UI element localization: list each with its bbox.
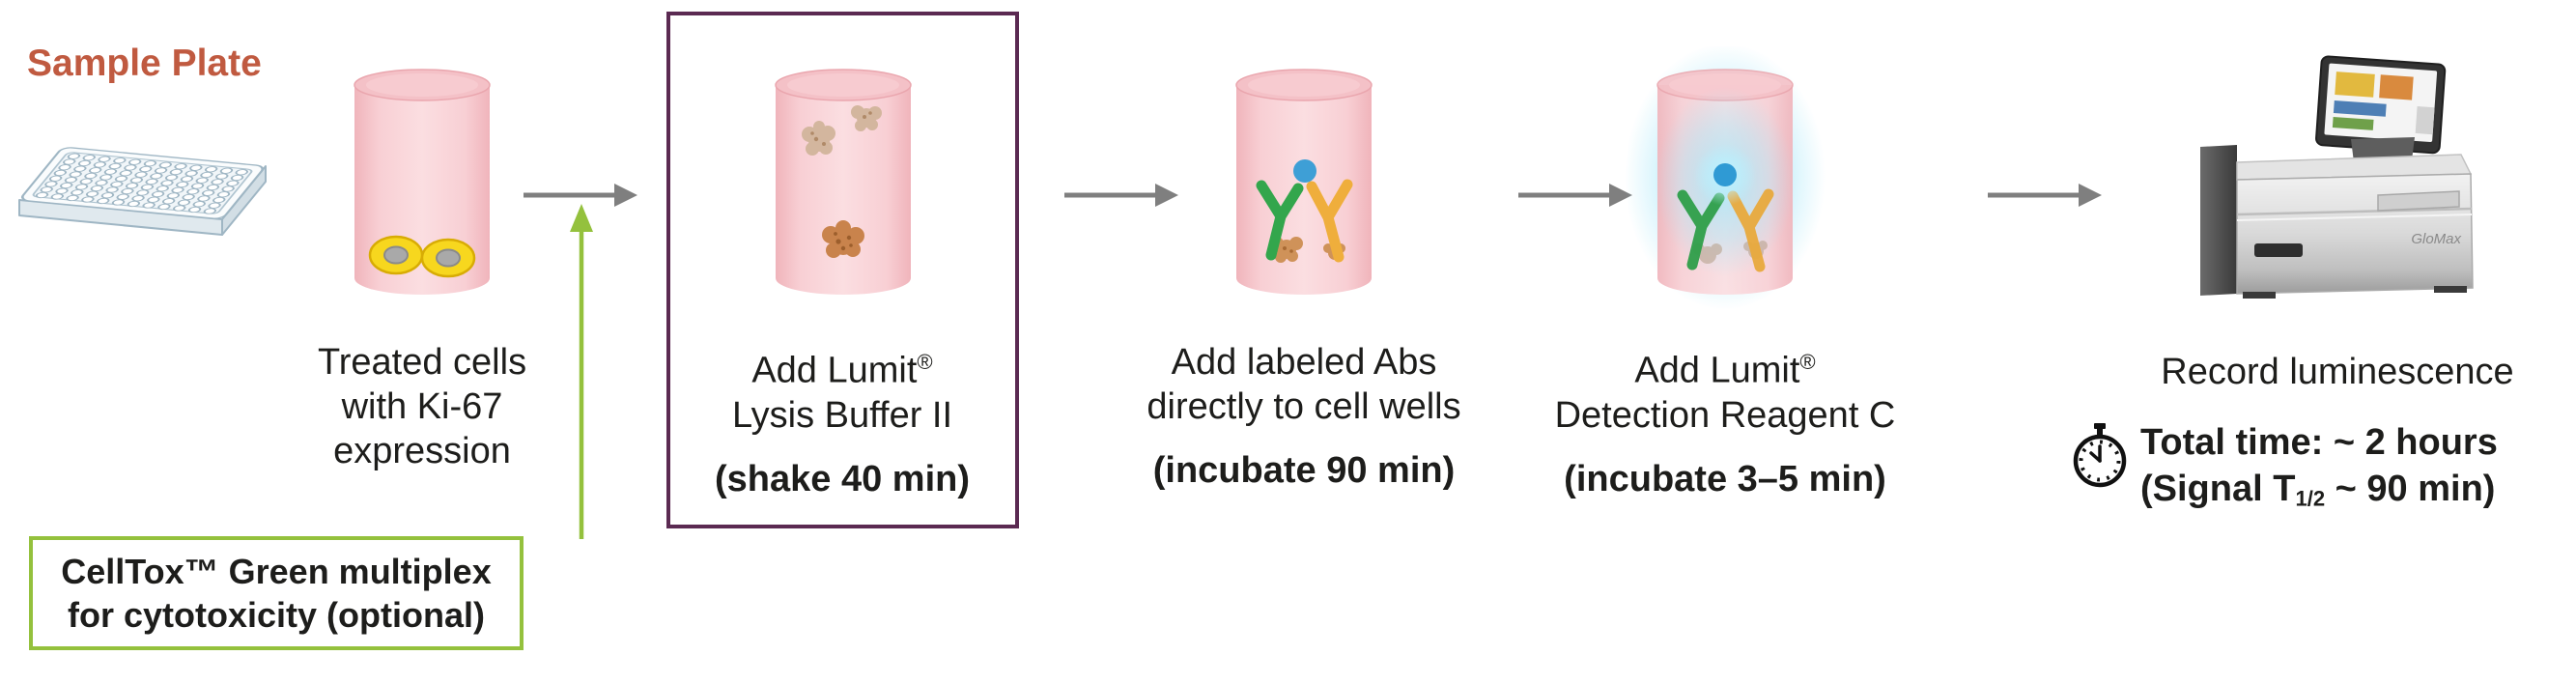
caption-line: expression: [333, 431, 511, 471]
screen-block-blue: [2333, 100, 2387, 117]
logo-badge: [2254, 243, 2303, 257]
microplate-icon: [18, 147, 267, 236]
caption-detection-reagent: Add Lumit® Detection Reagent C (incubate…: [1522, 340, 1928, 501]
caption-duration: (shake 40 min): [715, 458, 970, 499]
caption-record-luminescence: Record luminescence: [2125, 350, 2550, 394]
caption-line: Add Lumit®: [1634, 350, 1816, 391]
sample-door: [2377, 190, 2460, 212]
antibody-yellow-icon: [1306, 179, 1353, 263]
caption-line: Record luminescence: [2161, 352, 2514, 392]
cylinder-detection-glow-icon: [1625, 46, 1826, 310]
tracer-dot-icon: [1713, 163, 1737, 186]
screen-block-orange: [2379, 74, 2414, 100]
caption-line: Treated cells: [317, 342, 527, 383]
sample-plate-label: Sample Plate: [27, 43, 262, 84]
lysis-step-highlight-box: [666, 12, 1019, 528]
caption-line: directly to cell wells: [1146, 386, 1461, 427]
total-time-line: Total time: ~ 2 hours: [2140, 422, 2498, 463]
caption-lysis-buffer: Add Lumit® Lysis Buffer II (shake 40 min…: [697, 340, 987, 501]
screen-block-yellow: [2335, 71, 2375, 98]
caption-treated-cells: Treated cells with Ki-67 expression: [277, 340, 567, 473]
subscript-half: 1/2: [2295, 486, 2326, 511]
signal-halflife-line: (Signal T1/2 ~ 90 min): [2140, 469, 2496, 511]
flow-arrow-4-icon: [1988, 184, 2102, 207]
screen-block-green: [2332, 116, 2374, 130]
instrument-brand-text: GloMax: [2411, 231, 2461, 247]
caption-line: Add labeled Abs: [1171, 342, 1437, 383]
flow-arrow-3-icon: [1518, 184, 1632, 207]
lysed-debris-light-icon: [802, 105, 882, 156]
stopwatch-icon: [2073, 423, 2127, 488]
adherent-cells-icon: [368, 235, 476, 278]
caption-line: with Ki-67: [341, 386, 503, 427]
instrument-side: [2200, 145, 2237, 296]
lysed-debris-pellet-icon: [822, 220, 864, 258]
antibody-green-icon: [1256, 180, 1304, 261]
caption-line: Detection Reagent C: [1554, 394, 1896, 436]
celltox-note-line: for cytotoxicity (optional): [68, 595, 485, 635]
timing-text: Total time: ~ 2 hours (Signal T1/2 ~ 90 …: [2140, 419, 2498, 523]
cylinder-treated-cells-icon: [354, 69, 491, 295]
caption-line: Lysis Buffer II: [731, 394, 953, 436]
celltox-optional-arrow-icon: [570, 204, 593, 539]
tracer-dot-icon: [1293, 159, 1316, 183]
luminometer-icon: GloMax: [2200, 55, 2474, 299]
cylinder-antibodies-icon: [1235, 69, 1373, 295]
caption-labeled-abs: Add labeled Abs directly to cell wells (…: [1101, 340, 1507, 493]
caption-duration: (incubate 90 min): [1152, 450, 1456, 491]
flow-arrow-1-icon: [524, 184, 637, 207]
registered-mark: ®: [1799, 350, 1816, 374]
caption-duration: (incubate 3–5 min): [1564, 458, 1886, 499]
registered-mark: ®: [917, 350, 933, 374]
cylinder-lysis-icon: [775, 69, 912, 295]
celltox-note-box: CellTox™ Green multiplex for cytotoxicit…: [29, 536, 524, 650]
instrument-screen: [2315, 55, 2447, 155]
caption-line: Add Lumit®: [751, 350, 933, 391]
celltox-note-line: CellTox™ Green multiplex: [61, 552, 492, 591]
flow-arrow-2-icon: [1064, 184, 1178, 207]
